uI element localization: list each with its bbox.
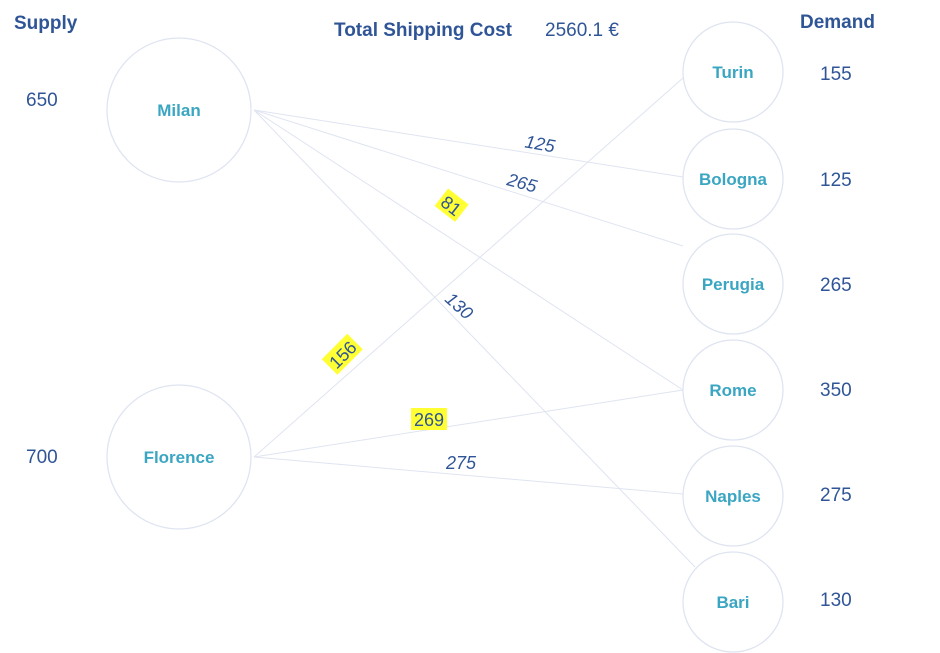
customer-node-bari — [682, 551, 784, 653]
flow-value-milan-rome: 81 — [437, 192, 465, 220]
supplier-label-milan: Milan — [157, 101, 200, 120]
flow-highlight-florence-rome — [411, 408, 447, 430]
total-cost-title: Total Shipping Cost — [334, 20, 513, 41]
customer-label-rome: Rome — [709, 381, 756, 400]
supplier-node-milan — [106, 37, 252, 183]
demand-value-bologna: 125 — [820, 170, 852, 191]
supply-title: Supply — [14, 13, 78, 34]
customer-label-perugia: Perugia — [702, 275, 765, 294]
flow-line-milan-bari — [253, 109, 696, 568]
flow-line-florence-turin — [253, 77, 684, 458]
supply-value-milan: 650 — [26, 90, 58, 111]
flow-line-milan-bologna — [253, 109, 684, 178]
total-cost-value: 2560.1 € — [545, 20, 619, 41]
demand-value-perugia: 265 — [820, 275, 852, 296]
flow-label-milan-rome: 81 — [434, 188, 469, 222]
customer-label-turin: Turin — [712, 63, 753, 82]
flow-line-milan-rome — [253, 109, 684, 391]
customer-node-perugia — [682, 233, 784, 335]
flow-line-florence-rome — [253, 389, 684, 458]
customer-node-bologna — [682, 128, 784, 230]
supplier-node-florence — [106, 384, 252, 530]
supply-value-florence: 700 — [26, 447, 58, 468]
flow-highlight-milan-rome — [434, 188, 469, 222]
customer-node-naples — [682, 445, 784, 547]
demand-title: Demand — [800, 12, 875, 33]
flow-value-florence-naples: 275 — [445, 453, 477, 473]
flow-label-florence-turin: 156 — [321, 333, 363, 375]
flow-label-milan-perugia: 265 — [504, 169, 540, 197]
customer-node-rome — [682, 339, 784, 441]
demand-value-bari: 130 — [820, 590, 852, 611]
customer-label-naples: Naples — [705, 487, 761, 506]
flow-label-florence-rome: 269 — [411, 408, 447, 430]
flow-highlight-florence-turin — [321, 333, 363, 375]
flow-label-florence-naples: 275 — [445, 453, 477, 473]
demand-value-naples: 275 — [820, 485, 852, 506]
flow-line-florence-naples — [253, 456, 684, 495]
customer-label-bologna: Bologna — [699, 170, 768, 189]
flow-line-milan-perugia — [253, 109, 684, 247]
flow-value-milan-perugia: 265 — [504, 169, 540, 197]
customer-label-bari: Bari — [716, 593, 749, 612]
flow-label-milan-bari: 130 — [441, 289, 477, 324]
demand-value-turin: 155 — [820, 64, 852, 85]
demand-value-rome: 350 — [820, 380, 852, 401]
flow-value-milan-bari: 130 — [441, 289, 477, 324]
customer-node-turin — [682, 21, 784, 123]
supplier-label-florence: Florence — [144, 448, 215, 467]
flow-value-florence-rome: 269 — [414, 410, 444, 430]
